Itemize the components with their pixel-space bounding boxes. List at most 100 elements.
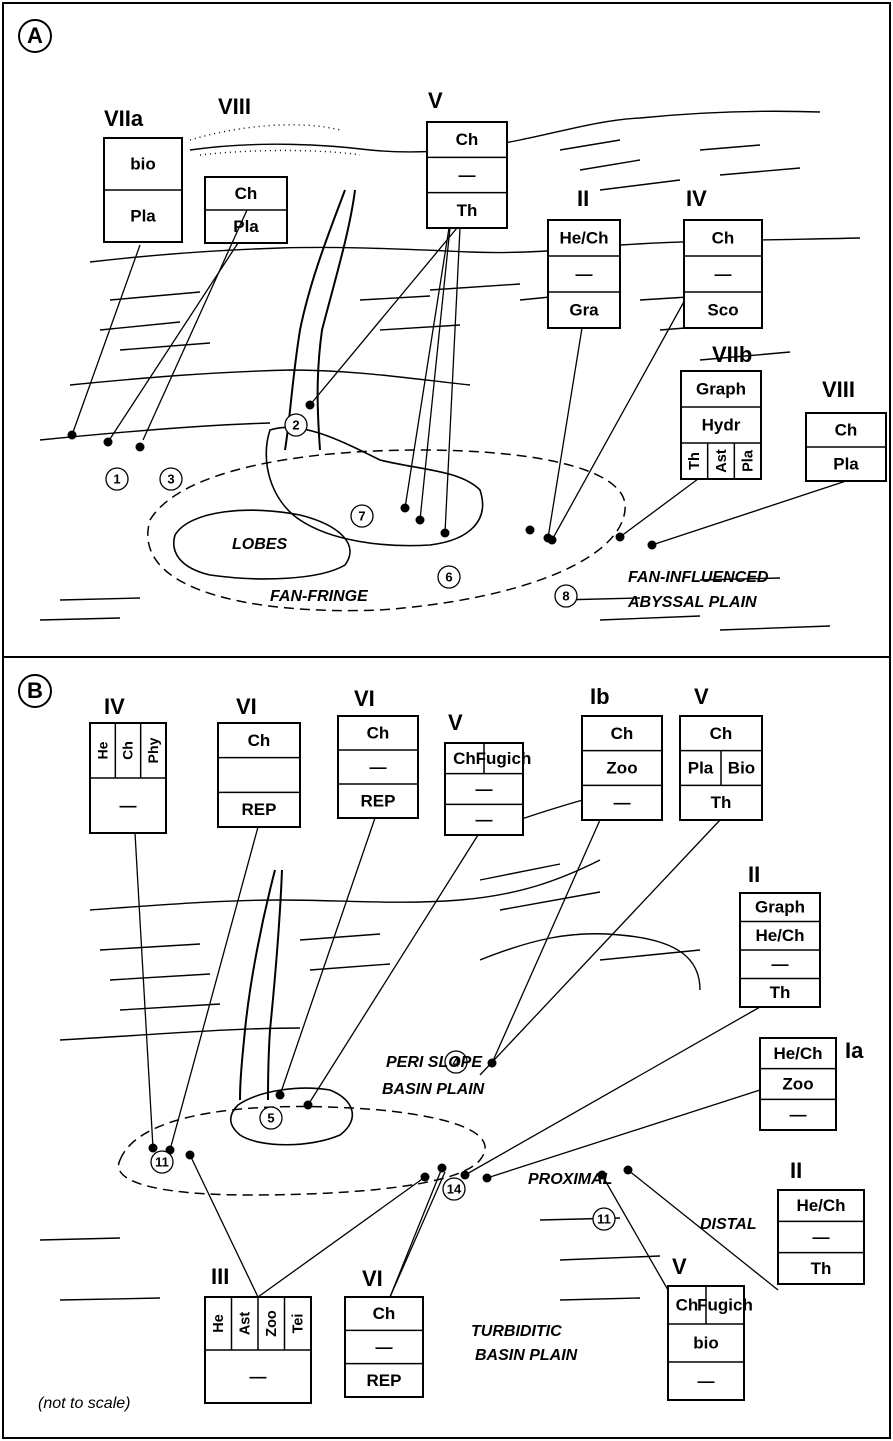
trace-fossil-taxon: — — [715, 264, 732, 283]
leader-line — [134, 832, 154, 1149]
ichnofacies-label: IV — [686, 186, 707, 211]
ichnofacies-label: V — [448, 710, 463, 735]
trace-fossil-taxon: Th — [811, 1259, 832, 1278]
leader-line — [189, 1154, 259, 1298]
ichnofacies-label: VIII — [822, 377, 855, 402]
sample-site-dot — [303, 1100, 313, 1110]
trace-fossil-taxon: — — [813, 1227, 830, 1246]
site-number-circle — [150, 1150, 174, 1174]
sample-site-dot — [305, 400, 315, 410]
environment-label: BASIN PLAIN — [382, 1081, 485, 1098]
ichnofacies-label: VIII — [218, 94, 251, 119]
trace-fossil-taxon: Graph — [755, 898, 805, 917]
sample-site-dot — [647, 540, 657, 550]
ichnofacies-label: V — [428, 88, 443, 113]
trace-fossil-taxon: Ast — [238, 1312, 254, 1335]
trace-fossil-taxon: Zoo — [264, 1310, 280, 1337]
sample-site-dot — [623, 1165, 633, 1175]
ichnofacies-label: VI — [236, 694, 257, 719]
sample-site-dot — [460, 1170, 470, 1180]
trace-fossil-taxon: Pla — [233, 217, 259, 236]
environment-label: FAN-INFLUENCED — [628, 569, 769, 586]
sample-site-dot — [400, 503, 410, 513]
trace-fossil-taxon: bio — [693, 1333, 719, 1352]
box-frame — [426, 121, 508, 229]
site-number: 14 — [447, 1181, 462, 1196]
ichnofacies-label: III — [211, 1264, 229, 1289]
trace-fossil-taxon: — — [576, 264, 593, 283]
trace-fossil-taxon: He — [211, 1314, 227, 1333]
trace-fossil-taxon: Ch — [676, 1295, 699, 1314]
trace-fossil-taxon: Ch — [373, 1304, 396, 1323]
site-number-circle — [442, 1177, 466, 1201]
leader-line — [309, 227, 458, 406]
trace-fossil-taxon: Ch — [456, 130, 479, 149]
panel-letter-circle — [18, 674, 52, 708]
leader-line — [307, 834, 479, 1106]
leader-line — [486, 1089, 761, 1179]
ichnofacies-label: VI — [362, 1266, 383, 1291]
ichnofacies-label: VIIa — [104, 106, 144, 131]
panel-b-frame — [2, 656, 891, 1439]
trace-fossil-taxon: Sco — [707, 300, 738, 319]
leader-line — [279, 817, 376, 1096]
trace-fossil-taxon: Th — [770, 983, 791, 1002]
leader-line — [464, 1006, 761, 1176]
leader-line — [142, 209, 248, 441]
trace-fossil-taxon: Th — [711, 793, 732, 812]
trace-fossil-taxon: He/Ch — [559, 228, 608, 247]
trace-fossil-taxon: Th — [687, 452, 703, 470]
leader-line — [627, 1169, 779, 1291]
site-number: 3 — [167, 471, 174, 486]
ichnofacies-label: V — [694, 684, 709, 709]
assemblage-box: IV Ch — Sco — [551, 186, 763, 541]
ichnofacies-label: VIIb — [712, 342, 752, 367]
trace-fossil-taxon: — — [698, 1371, 715, 1390]
ichnofacies-label: II — [748, 862, 760, 887]
box-frame — [777, 1189, 865, 1285]
trace-fossil-taxon: bio — [130, 154, 156, 173]
leader-line — [619, 478, 699, 538]
site-number-circle — [350, 504, 374, 528]
sample-site-dot — [597, 1170, 607, 1180]
trace-fossil-taxon: Ch — [710, 724, 733, 743]
site-number: 1 — [113, 471, 120, 486]
leader-line — [404, 227, 450, 509]
ichnofacies-label: Ib — [590, 684, 610, 709]
site-number: 8 — [562, 588, 569, 603]
environment-label: BASIN PLAIN — [475, 1347, 578, 1364]
ichnofacies-label: V — [672, 1254, 687, 1279]
leader-line — [491, 819, 601, 1064]
ichnofacies-label: Ia — [845, 1038, 864, 1063]
leader-line — [444, 227, 461, 534]
environment-label: PROXIMAL — [528, 1171, 612, 1188]
ichnofacies-label: IV — [104, 694, 125, 719]
leader-line — [479, 819, 721, 1076]
box-frame — [547, 219, 621, 329]
site-number: 11 — [597, 1211, 611, 1226]
trace-fossil-taxon: Ch — [120, 741, 136, 760]
sample-site-dot — [185, 1150, 195, 1160]
sample-site-dot — [487, 1058, 497, 1068]
sample-site-dot — [615, 532, 625, 542]
trace-fossil-taxon: He/Ch — [773, 1044, 822, 1063]
site-number-circle — [159, 467, 183, 491]
panel-a-frame — [2, 2, 891, 658]
trace-fossil-taxon: — — [476, 779, 493, 798]
sample-site-dot — [440, 528, 450, 538]
trace-fossil-taxon: Bio — [728, 758, 755, 777]
environment-label: FAN-FRINGE — [270, 588, 369, 605]
trace-fossil-taxon: Ch — [712, 228, 735, 247]
leader-line — [169, 826, 259, 1151]
assemblage-box: VCh—Th — [309, 88, 508, 406]
leader-line — [257, 1176, 426, 1298]
